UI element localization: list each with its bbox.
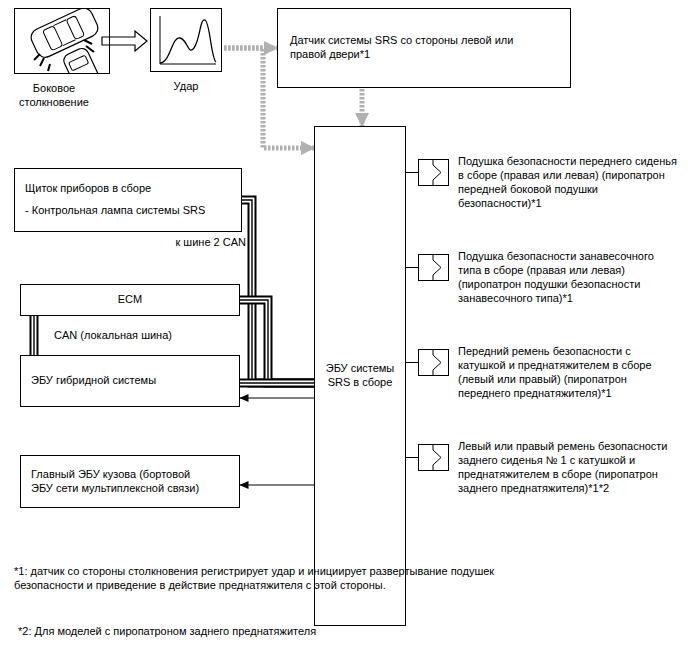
drawing-stroke	[30, 316, 39, 355]
box-text: ЭБУ системы SRS в сборе	[321, 362, 399, 390]
impact-curve	[160, 20, 216, 63]
can-bus	[242, 200, 314, 383]
component-text: Подушка безопасности переднего сиденья в…	[458, 155, 680, 211]
squib-item: Подушка безопасности переднего сиденья в…	[418, 155, 684, 211]
bus-note: к шине 2 CAN	[140, 236, 246, 250]
wire-line	[406, 362, 418, 363]
drawing-stroke	[28, 9, 102, 74]
drawing-stroke	[419, 445, 449, 471]
drawing-stroke	[66, 16, 84, 40]
component-text: Подушка безопасности занавесочного типа …	[458, 250, 680, 306]
wire-line	[406, 457, 418, 458]
box-text: ECM	[118, 293, 142, 307]
drawing-stroke	[419, 350, 449, 376]
squib-symbol	[418, 440, 450, 476]
ecm-box: ECM	[20, 284, 240, 316]
drawing-stroke	[48, 64, 50, 71]
box-text: Щиток приборов в сборе	[25, 182, 231, 196]
drawing-stroke	[433, 445, 441, 471]
drawing-stroke	[242, 200, 314, 383]
can-bus	[240, 383, 314, 384]
drawing-stroke	[240, 381, 314, 386]
signal-arrow	[360, 89, 365, 126]
drawing-stroke	[86, 46, 94, 52]
drawing-stroke	[240, 379, 314, 388]
squib-symbol	[418, 155, 450, 191]
drawing-stroke	[33, 316, 34, 355]
drawing-stroke	[34, 54, 40, 60]
wire-line	[406, 172, 418, 173]
drawing-stroke	[28, 9, 100, 61]
caption-text: Удар	[150, 80, 222, 94]
drawing-stroke	[40, 58, 44, 66]
drawing-stroke	[433, 160, 441, 186]
footnote: *1: датчик со стороны столкновения регис…	[14, 565, 534, 593]
meter-box: Щиток приборов в сборе - Контрольная ламп…	[14, 168, 242, 232]
srs-ecu-box: ЭБУ системы SRS в сборе	[314, 126, 406, 626]
drawing-stroke	[419, 255, 449, 281]
drawing-stroke	[419, 160, 449, 186]
hollow-arrow	[102, 31, 147, 51]
squib-item: Левый или правый ремень безопасности зад…	[418, 440, 684, 496]
component-text: Левый или правый ремень безопасности зад…	[458, 440, 680, 496]
footnote: *2: Для моделей с пиропатроном заднего п…	[18, 625, 538, 639]
drawing-stroke	[242, 200, 314, 383]
wire-line	[406, 267, 418, 268]
drawing-stroke	[53, 20, 66, 26]
drawing-stroke	[43, 26, 63, 51]
hit-car	[28, 9, 100, 61]
drawing-stroke	[160, 16, 216, 64]
box-text: Главный ЭБУ кузова (бортовой ЭБУ сети му…	[31, 468, 206, 496]
drawing-stroke	[240, 300, 314, 383]
drawing-stroke	[240, 382, 314, 383]
picture-frame	[15, 9, 110, 74]
drawing-stroke	[69, 55, 89, 71]
drawing-stroke	[433, 255, 441, 281]
collision-illustration: Боковое столкновение	[14, 8, 114, 110]
drawing-stroke	[63, 40, 76, 46]
drawing-stroke	[32, 316, 37, 355]
box-text: ЭБУ гибридной системы	[31, 374, 229, 388]
box-text: - Контрольная лампа системы SRS	[25, 204, 231, 218]
drawing-stroke	[242, 200, 314, 383]
striking-car	[62, 46, 102, 73]
can-bus	[240, 300, 314, 383]
drawing-stroke	[240, 300, 314, 383]
car-picture	[14, 8, 110, 74]
can-bus	[34, 316, 35, 355]
graph-picture	[150, 8, 222, 72]
edge-label: CAN (локальная шина)	[52, 329, 174, 343]
wire-line	[240, 485, 314, 486]
impact-graph: Удар	[150, 8, 222, 94]
sensor-box: Датчик системы SRS со стороны левой или …	[277, 8, 571, 88]
drawing-stroke	[433, 350, 441, 376]
squib-symbol	[418, 345, 450, 381]
box-text: Датчик системы SRS со стороны левой или …	[290, 34, 540, 62]
hybrid-ecu-box: ЭБУ гибридной системы	[20, 355, 240, 407]
squib-symbol	[418, 250, 450, 286]
drawing-stroke	[84, 40, 92, 44]
squib-item: Передний ремень безопасности с катушкой …	[418, 345, 684, 401]
caption-text: Боковое столкновение	[14, 82, 94, 110]
component-text: Передний ремень безопасности с катушкой …	[458, 345, 680, 401]
squib-item: Подушка безопасности занавесочного типа …	[418, 250, 684, 306]
drawing-stroke	[240, 300, 314, 383]
drawing-stroke	[62, 46, 102, 73]
body-ecu-box: Главный ЭБУ кузова (бортовой ЭБУ сети му…	[20, 455, 240, 508]
wire-line	[240, 398, 314, 399]
picture-frame	[151, 9, 222, 72]
